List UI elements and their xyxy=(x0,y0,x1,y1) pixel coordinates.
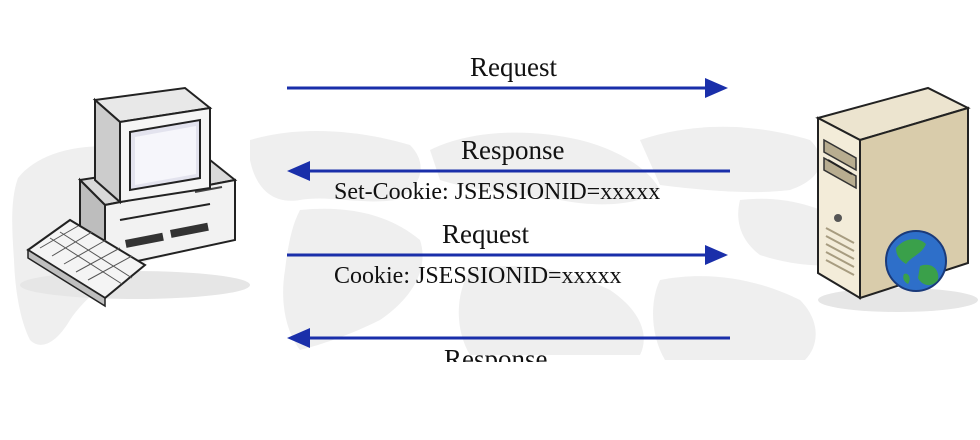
arrow-3-sublabel: Cookie: JSESSIONID=xxxxx xyxy=(334,263,622,289)
arrow-2-label: Response xyxy=(461,135,565,165)
arrow-3-request xyxy=(287,245,728,265)
desktop-computer-icon xyxy=(20,86,250,308)
arrow-1-label: Request xyxy=(470,52,557,82)
arrow-2-response xyxy=(287,161,730,181)
arrow-1-request xyxy=(287,78,728,98)
arrow-3-label: Request xyxy=(442,219,529,249)
web-server-icon xyxy=(815,86,978,312)
arrow-2-sublabel: Set-Cookie: JSESSIONID=xxxxx xyxy=(334,179,661,205)
bottom-blank-area xyxy=(0,362,980,440)
arrow-4-response xyxy=(287,328,730,348)
